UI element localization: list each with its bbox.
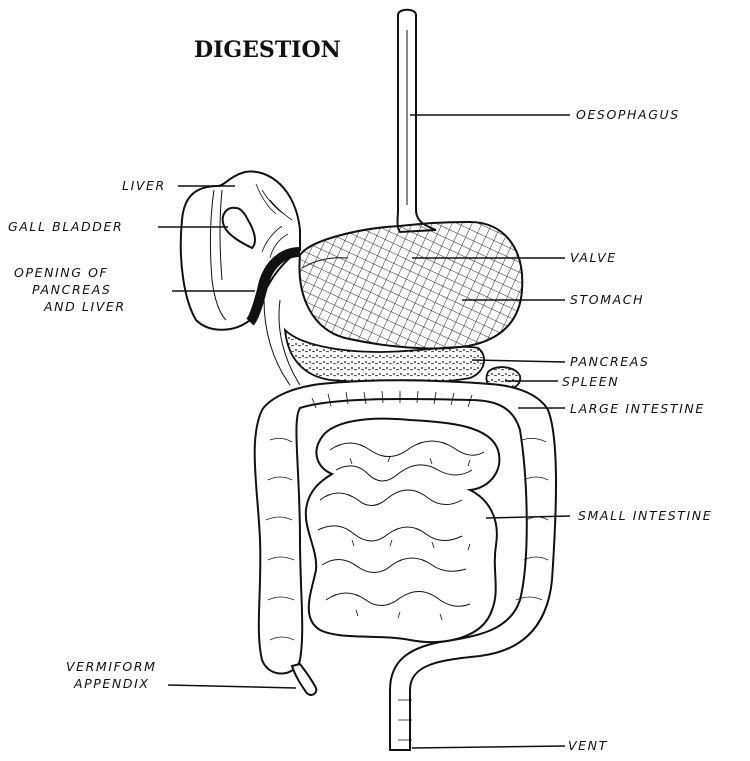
label-gall-bladder: GALL BLADDER xyxy=(8,219,123,234)
diagram-title: DIGESTION xyxy=(194,37,341,63)
label-liver: LIVER xyxy=(122,178,166,193)
vermiform-appendix xyxy=(292,664,316,695)
organs xyxy=(181,10,556,750)
label-appendix-line2: APPENDIX xyxy=(73,676,150,691)
label-opening-line1: OPENING OF xyxy=(14,265,108,280)
label-opening-line2: PANCREAS xyxy=(32,282,111,297)
label-small-intestine: SMALL INTESTINE xyxy=(578,508,712,523)
small-intestine xyxy=(306,419,500,642)
label-pancreas: PANCREAS xyxy=(570,354,649,369)
stomach xyxy=(299,222,522,348)
label-opening-line3: AND LIVER xyxy=(43,299,126,314)
label-oesophagus: OESOPHAGUS xyxy=(576,107,680,122)
label-spleen: SPLEEN xyxy=(562,374,619,389)
oesophagus xyxy=(398,10,437,232)
label-valve: VALVE xyxy=(570,250,617,265)
label-appendix-line1: VERMIFORM xyxy=(66,659,157,674)
label-large-intestine: LARGE INTESTINE xyxy=(570,401,705,416)
label-stomach: STOMACH xyxy=(570,292,644,307)
liver xyxy=(181,172,300,330)
label-vent: VENT xyxy=(568,738,608,753)
